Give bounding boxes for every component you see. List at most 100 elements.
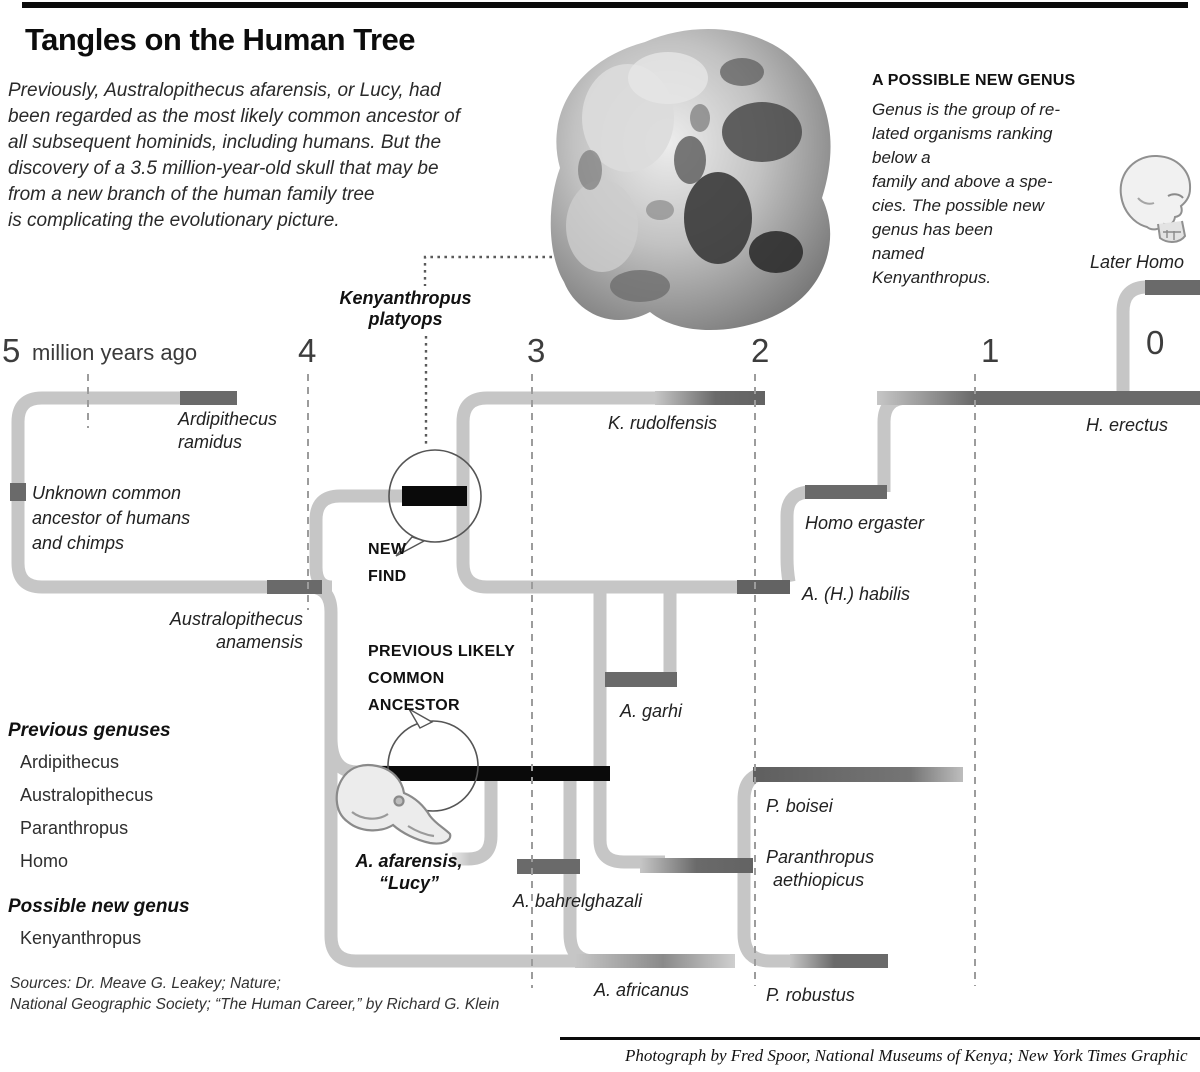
label-later-homo: Later Homo [1090, 252, 1185, 272]
kenyanthropus-line: platyops [368, 309, 443, 329]
previous-line: PREVIOUS LIKELY [368, 643, 516, 660]
later-homo-skull-icon [1119, 154, 1192, 243]
label-p-boisei: P. boisei [766, 796, 833, 816]
photo-leader-line [423, 255, 552, 448]
sources-line: Sources: Dr. Meave G. Leakey; Nature; [10, 975, 281, 992]
segment-later-homo [1145, 280, 1200, 295]
legend-item-kenyanthropus: Kenyanthropus [20, 928, 142, 948]
sources-line: National Geographic Society; “The Human … [10, 995, 500, 1013]
note-line: genus has been [872, 220, 993, 239]
segment-bahrelghazali [517, 859, 580, 874]
credit-line: Photograph by Fred Spoor, National Museu… [625, 1046, 1188, 1065]
label-line: “Lucy” [378, 873, 439, 893]
label-paranthropus-aethiopicus: Paranthropus aethiopicus [766, 846, 874, 892]
branch-left-stub [452, 780, 498, 866]
label-line: aethiopicus [773, 870, 865, 890]
intro-line: discovery of a 3.5 million-year-old skul… [8, 158, 439, 179]
previous-line: ANCESTOR [368, 697, 460, 714]
segment-africanus [575, 954, 735, 968]
label-a-h-habilis: A. (H.) habilis [802, 584, 911, 604]
note-line: family and above a spe- [872, 172, 1053, 191]
segment-ramidus [180, 391, 237, 405]
intro-line: Previously, Australopithecus afarensis, … [8, 80, 441, 101]
segment-rudolfensis [655, 391, 765, 405]
note-body: Genus is the group of re- lated organism… [872, 98, 1072, 290]
note-heading: A POSSIBLE NEW GENUS [872, 72, 1076, 89]
label-line: and chimps [32, 533, 125, 553]
note-line: cies. The possible new [872, 196, 1044, 215]
segment-new-find [402, 486, 467, 506]
segment-unknown-ancestor [10, 483, 26, 501]
previous-line: COMMON [368, 670, 445, 687]
callout-circles [387, 449, 482, 812]
timeline-gridlines [87, 374, 976, 988]
page-title: Tangles on the Human Tree [25, 22, 416, 57]
label-h-erectus: H. erectus [1086, 415, 1169, 435]
intro-line: from a new branch of the human family tr… [8, 184, 375, 205]
segment-afarensis [375, 766, 610, 781]
legend-item-homo: Homo [20, 851, 69, 871]
timeline-tick-4: 4 [298, 332, 317, 369]
label-line: anamensis [215, 632, 303, 652]
branch-africanus-trunk [310, 580, 585, 968]
segment-robustus [790, 954, 888, 968]
legend-item-paranthropus: Paranthropus [20, 818, 129, 838]
segment-garhi [605, 672, 677, 687]
bottom-rule [560, 1037, 1200, 1040]
timeline-tick-1: 1 [981, 332, 1000, 369]
segment-erectus [877, 391, 1200, 405]
intro-line: been regarded as the most likely common … [8, 106, 461, 127]
stub-fade [440, 850, 470, 870]
label-p-robustus: P. robustus [766, 985, 855, 1005]
legend-item-australopithecus: Australopithecus [20, 785, 154, 805]
segment-boisei [753, 767, 963, 782]
note-line: Genus is the group of re- [872, 100, 1061, 119]
segment-habilis [737, 580, 790, 594]
new-find-tail [395, 536, 426, 557]
label-homo-ergaster: Homo ergaster [805, 513, 925, 533]
previous-ancestor-circle [387, 720, 479, 812]
kenyanthropus-line: Kenyanthropus [339, 288, 472, 308]
note-line: named [872, 244, 924, 263]
timeline-tick-0: 0 [1146, 324, 1165, 361]
label-a-afarensis-lucy: A. afarensis, “Lucy” [348, 850, 470, 894]
previous-ancestor-tail [407, 707, 434, 729]
note-line: Kenyanthropus. [872, 268, 992, 287]
label-unknown-ancestor: Unknown common ancestor of humans and ch… [32, 481, 190, 556]
segment-ergaster [805, 485, 887, 499]
branch-ergaster-riser [780, 485, 835, 584]
label-line: Australopithecus [169, 609, 303, 629]
skull-photo [550, 29, 831, 331]
label-k-rudolfensis: K. rudolfensis [608, 413, 718, 433]
timeline-tick-2: 2 [751, 332, 770, 369]
label-australopithecus-anamensis: Australopithecus anamensis [138, 608, 303, 654]
label-line: Paranthropus [766, 847, 875, 867]
new-find-line: NEW [368, 541, 407, 558]
branch-paranthropus-spine [737, 767, 806, 968]
top-rule [22, 2, 1188, 8]
note-line: lated organisms ranking [872, 124, 1053, 143]
legend-previous-heading: Previous genuses [8, 720, 171, 741]
label-a-garhi: A. garhi [620, 701, 683, 721]
label-line: A. afarensis, [355, 851, 463, 871]
note-line: below a [872, 148, 931, 167]
tree-segments-dark [10, 280, 1200, 968]
sources-note: Sources: Dr. Meave G. Leakey; Nature; Na… [10, 974, 499, 1015]
lucy-skull-icon [335, 763, 452, 845]
branch-erectus-riser [877, 391, 1195, 492]
timeline-tick-3: 3 [527, 332, 546, 369]
legend-item-ardipithecus: Ardipithecus [20, 752, 120, 772]
kenyanthropus-platyops-label: Kenyanthropus platyops [328, 288, 483, 330]
previous-ancestor-label: PREVIOUS LIKELY COMMON ANCESTOR [368, 638, 515, 719]
intro-line: is complicating the evolutionary picture… [8, 210, 340, 231]
label-a-bahrelghazali: A. bahrelghazali [513, 891, 643, 911]
new-find-circle [388, 449, 482, 543]
intro-paragraph: Previously, Australopithecus afarensis, … [8, 78, 548, 234]
label-line: ancestor of humans [32, 508, 191, 528]
new-find-label: NEW FIND [368, 536, 407, 590]
timeline-tick-5: 5 [2, 332, 21, 369]
label-ardipithecus-ramidus: Ardipithecus ramidus [178, 408, 277, 454]
segment-aethiopicus [640, 858, 753, 873]
segment-anamensis [267, 580, 322, 594]
